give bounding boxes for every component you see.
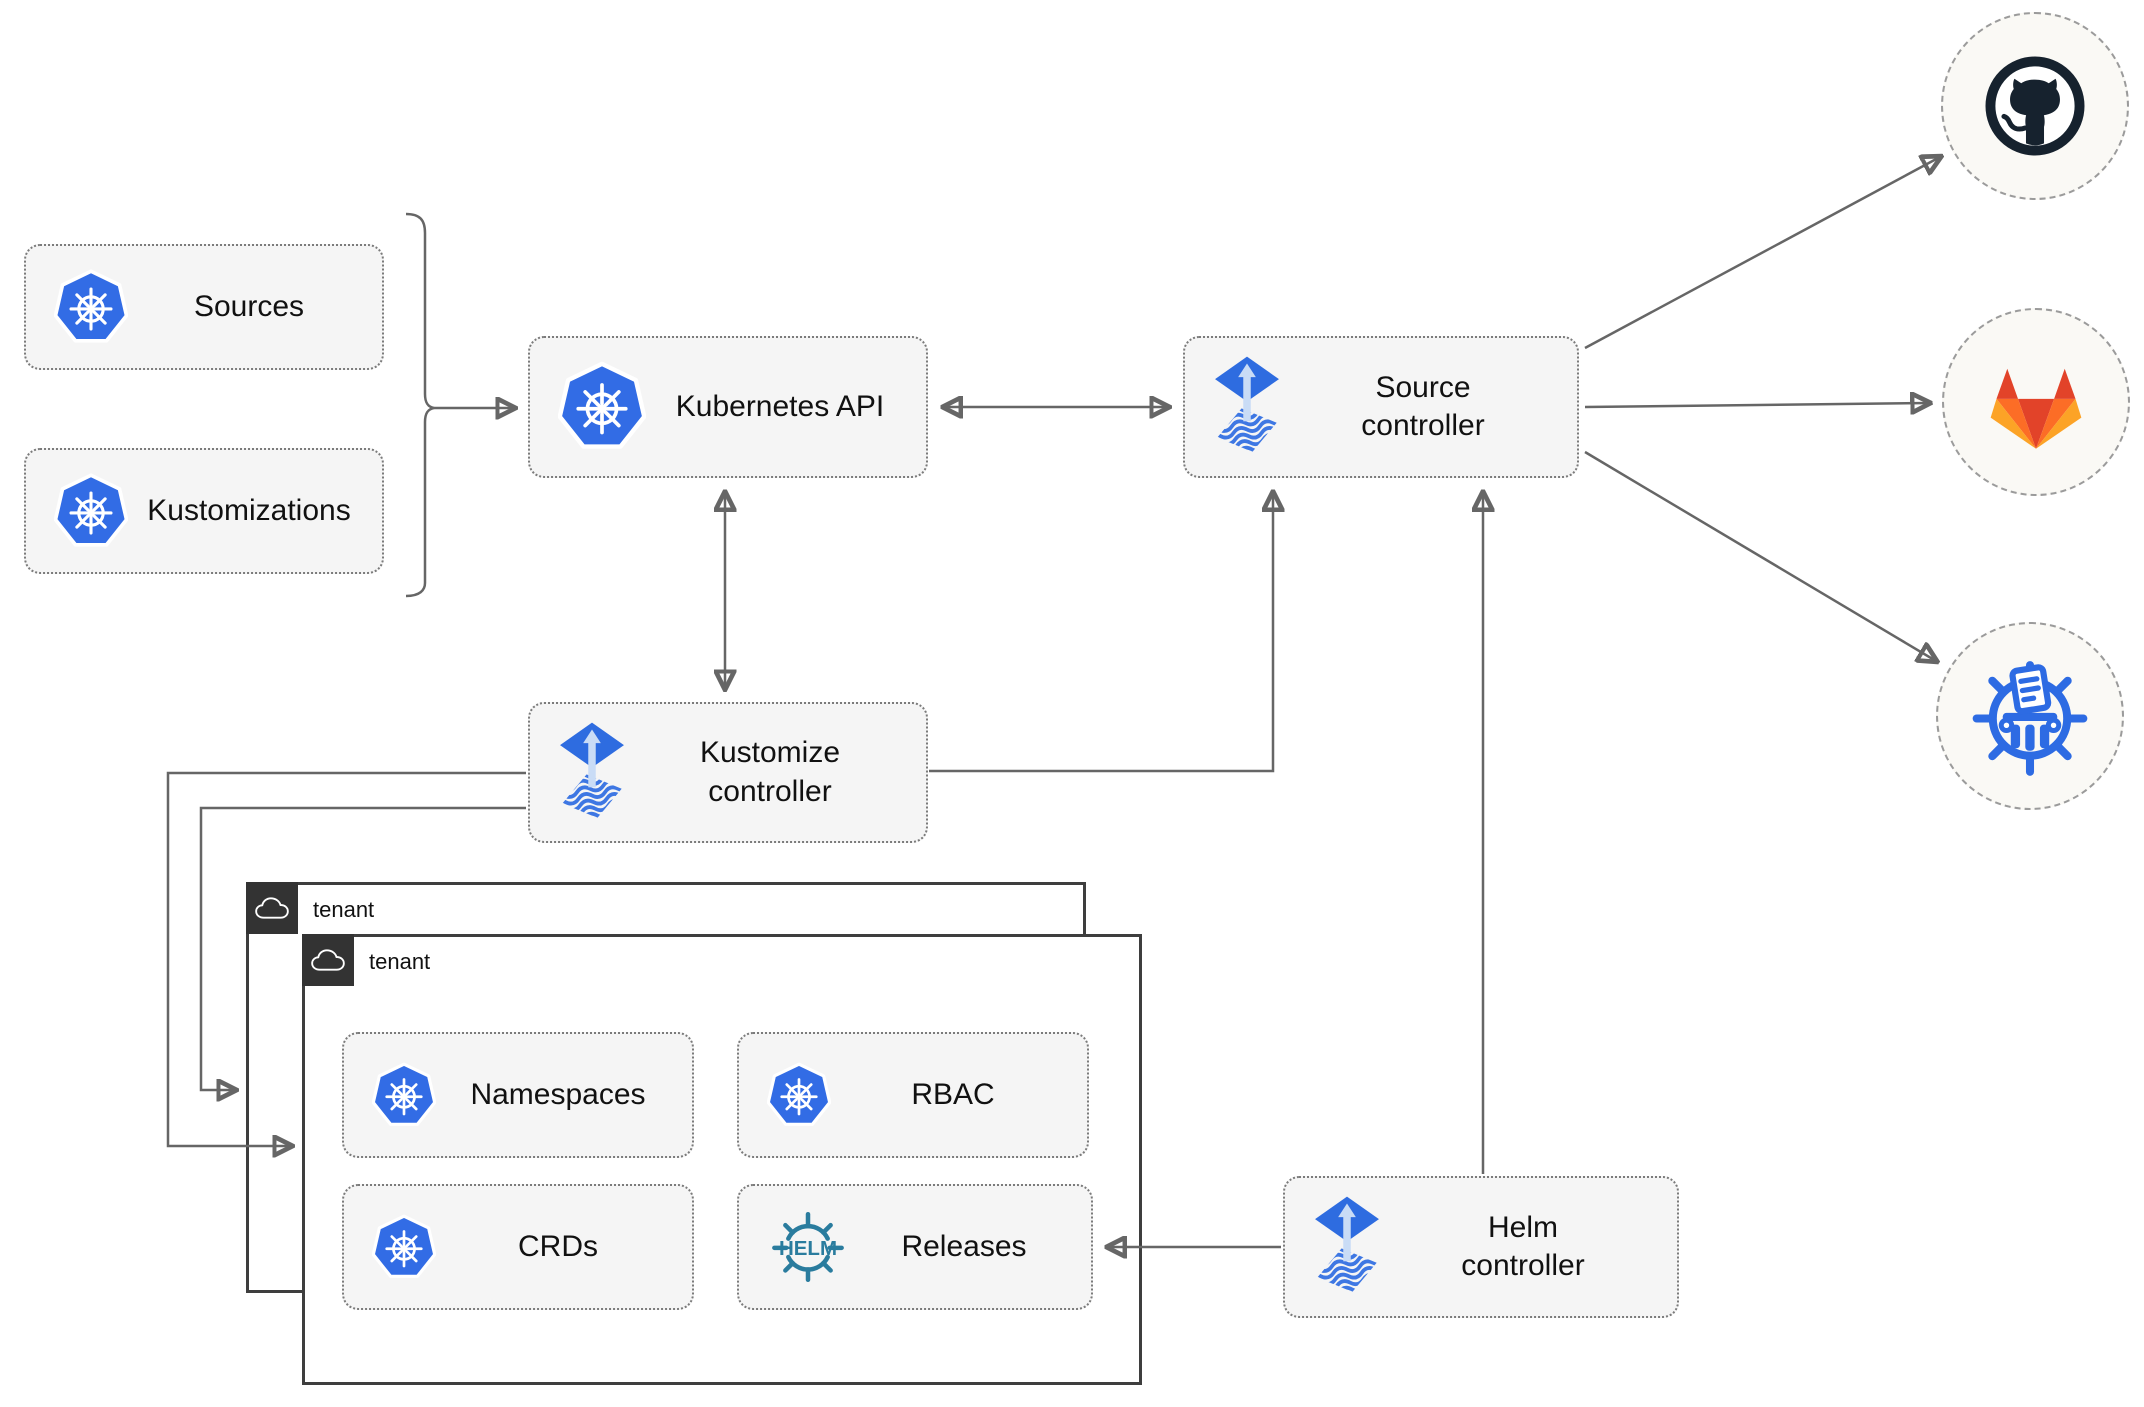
source-controller-node: Source controller xyxy=(1183,336,1579,478)
helm-wordmark: HELM xyxy=(779,1237,837,1260)
grouping-brace xyxy=(405,212,435,598)
tenant-inner-label: tenant xyxy=(369,949,431,974)
kustomize-controller-node: Kustomize controller xyxy=(528,702,928,843)
edge-kustomize-controller-source-controller xyxy=(929,493,1273,773)
tenant-inner-group: tenant xyxy=(302,934,1142,1385)
kubernetes-icon xyxy=(54,472,128,550)
edge-source-controller-gitlab xyxy=(1584,403,1929,407)
cloud-icon xyxy=(254,896,290,920)
cloud-icon xyxy=(310,948,346,972)
edge-source-controller-github xyxy=(1584,157,1940,350)
releases-node: HELM Releases xyxy=(737,1184,1093,1310)
sources-label: Sources xyxy=(193,289,305,323)
helm-controller-label: Helm controller xyxy=(1461,1210,1585,1282)
namespaces-node: Namespaces xyxy=(342,1032,694,1158)
kubernetes-api-node: Kubernetes API xyxy=(528,336,928,478)
helm-icon: HELM xyxy=(767,1206,849,1288)
flux-icon xyxy=(1213,356,1281,458)
helm-controller-node: Helm controller xyxy=(1283,1176,1679,1318)
crds-label: CRDs xyxy=(518,1229,598,1263)
chartmuseum-endpoint xyxy=(1936,622,2124,810)
kustomizations-node: Kustomizations xyxy=(24,448,384,574)
kustomize-controller-label: Kustomize controller xyxy=(699,736,841,808)
kubernetes-icon xyxy=(372,1062,436,1129)
kubernetes-icon xyxy=(558,361,646,453)
sources-node: Sources xyxy=(24,244,384,370)
github-endpoint xyxy=(1941,12,2129,200)
source-controller-label: Source controller xyxy=(1361,370,1485,442)
chartmuseum-icon xyxy=(1968,654,2092,778)
flux-icon xyxy=(558,722,626,824)
gitlab-endpoint xyxy=(1942,308,2130,496)
kubernetes-icon xyxy=(372,1214,436,1281)
namespaces-label: Namespaces xyxy=(470,1077,646,1111)
tenant-outer-tab xyxy=(246,882,298,934)
rbac-node: RBAC xyxy=(737,1032,1089,1158)
github-icon xyxy=(1980,51,2090,161)
releases-label: Releases xyxy=(901,1229,1027,1263)
crds-node: CRDs xyxy=(342,1184,694,1310)
tenant-outer-label: tenant xyxy=(313,897,375,922)
kubernetes-icon xyxy=(54,268,128,346)
gitlab-icon xyxy=(1984,352,2088,452)
kustomizations-label: Kustomizations xyxy=(147,493,351,527)
tenant-inner-tab xyxy=(302,934,354,986)
flux-icon xyxy=(1313,1196,1381,1298)
edge-source-controller-chartmuseum xyxy=(1584,450,1936,661)
kubernetes-icon xyxy=(767,1062,831,1129)
rbac-label: RBAC xyxy=(911,1077,995,1111)
kubernetes-api-label: Kubernetes API xyxy=(675,389,885,423)
